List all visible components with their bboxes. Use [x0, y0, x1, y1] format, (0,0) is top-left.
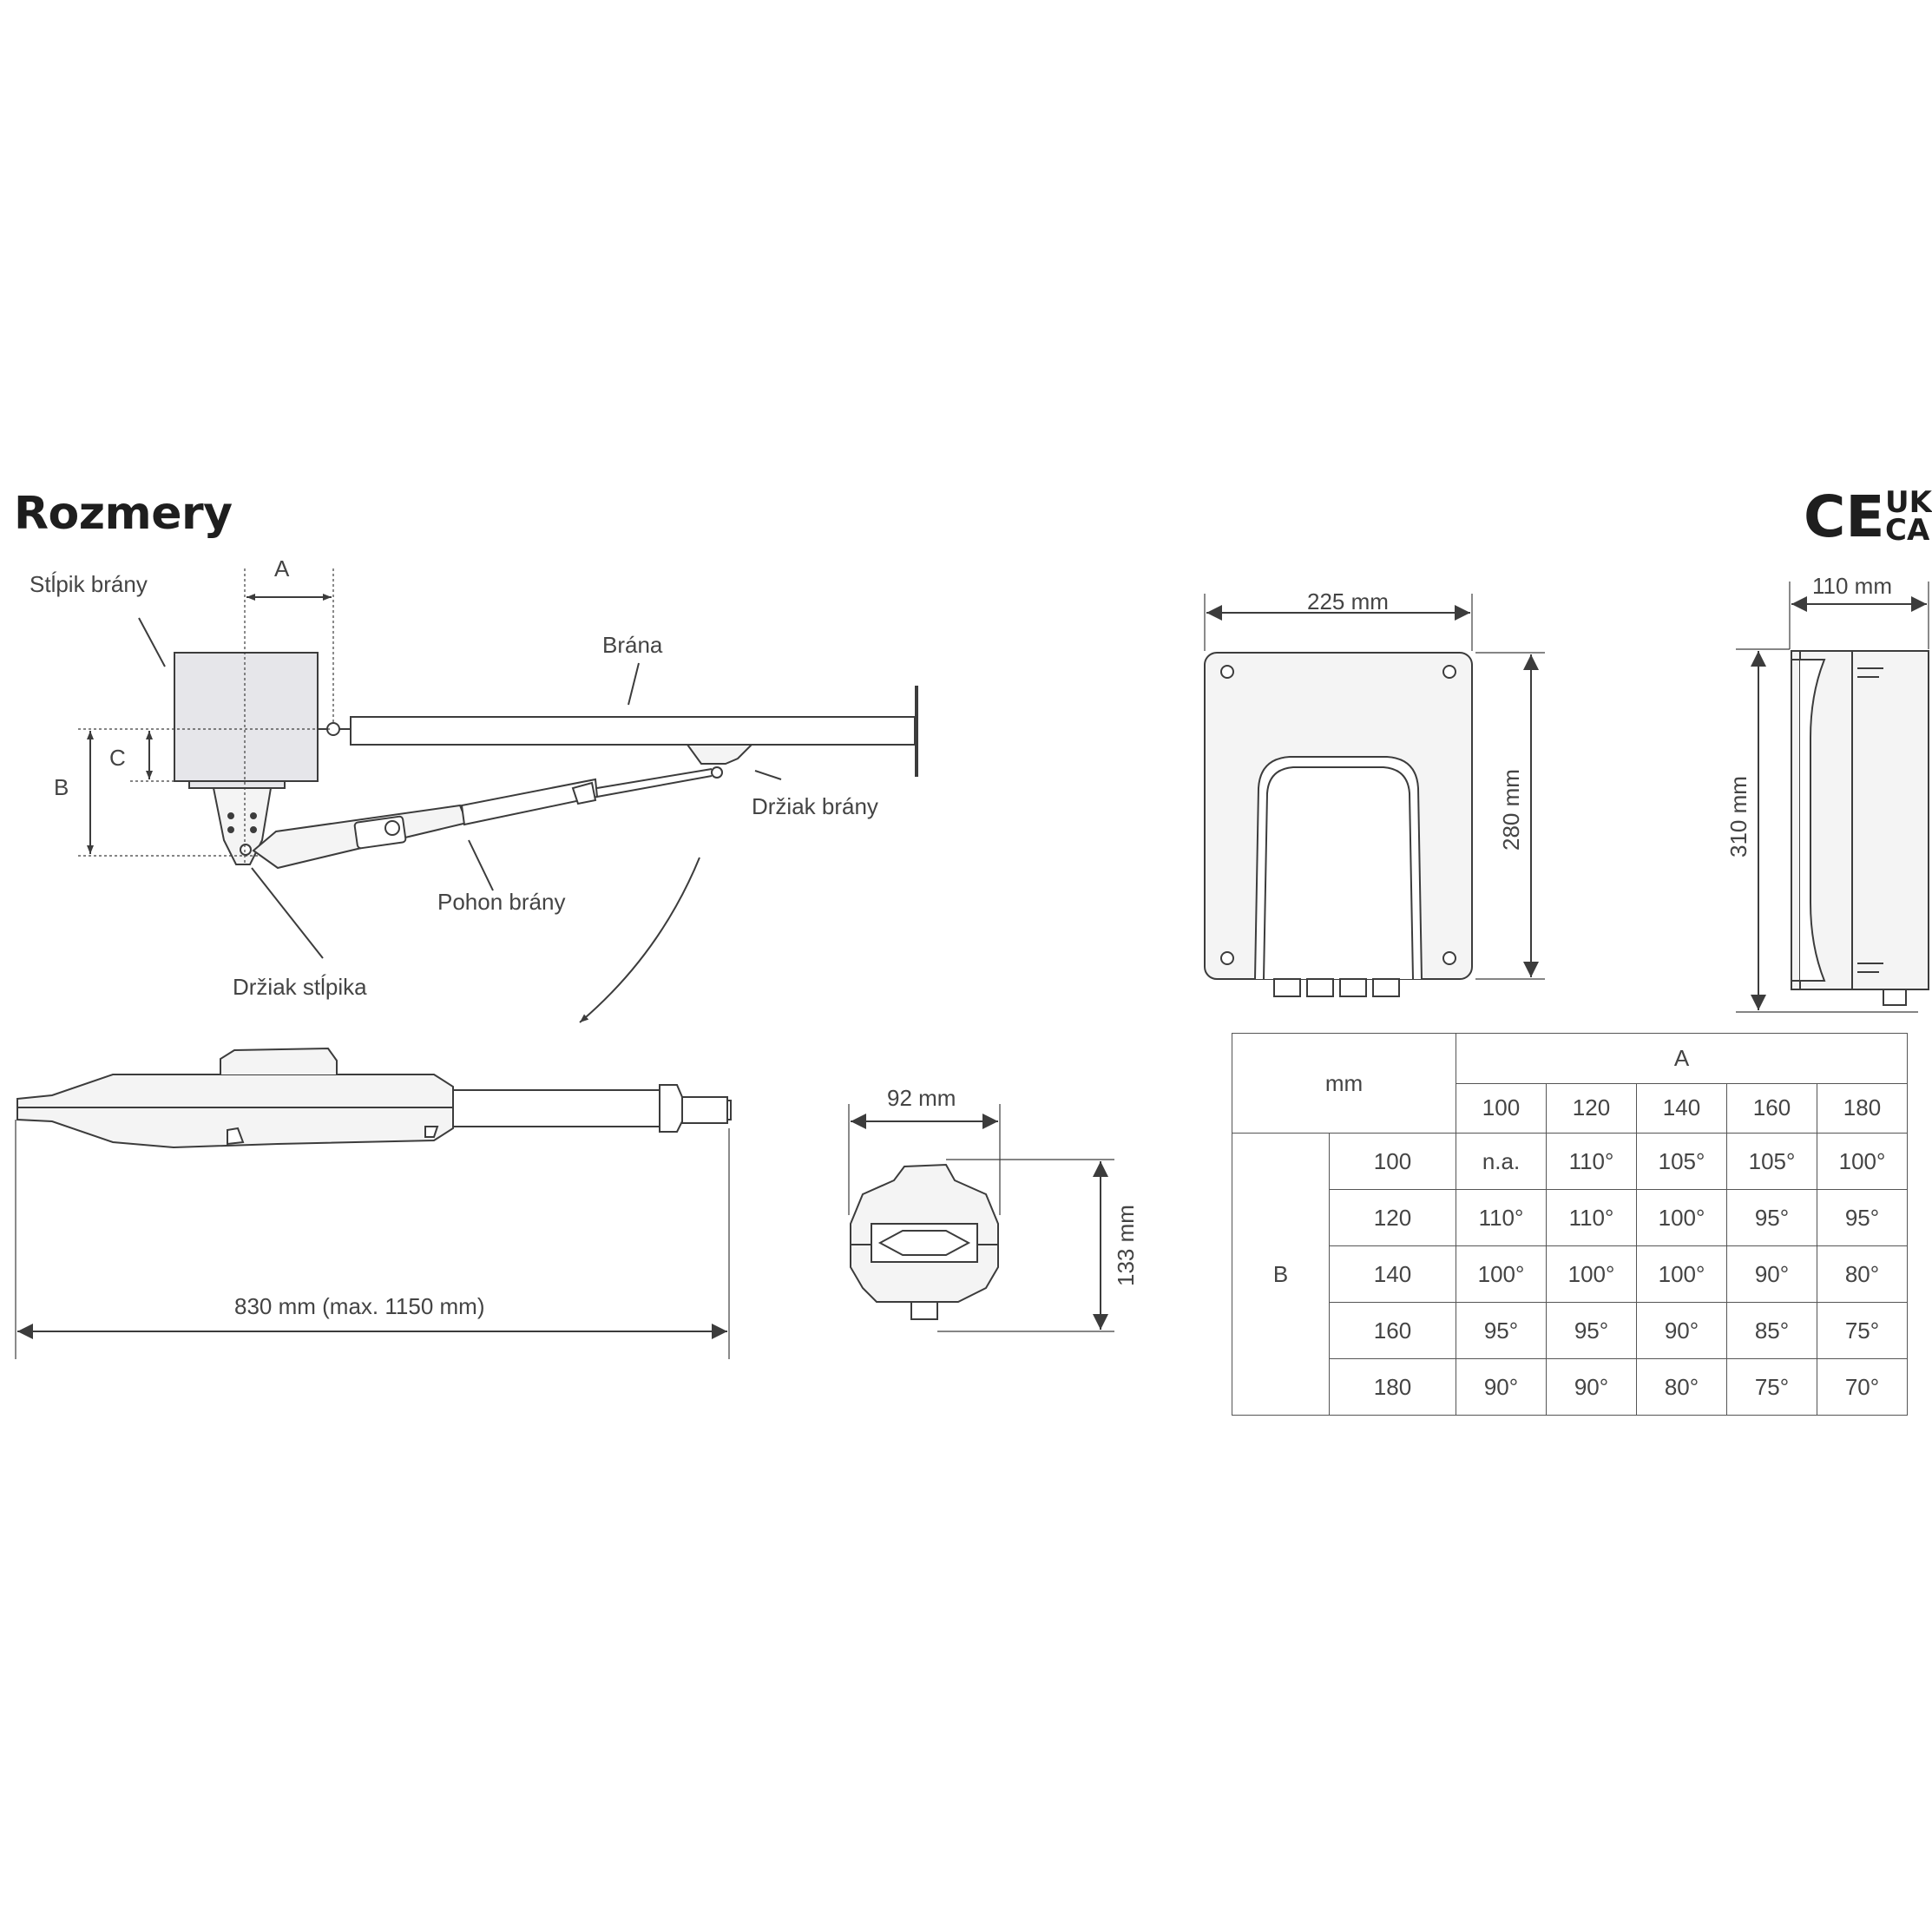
angle-cell: 80° [1817, 1245, 1908, 1303]
gate-bracket [686, 744, 754, 765]
post-label: Stĺpik brány [30, 571, 148, 597]
motor-length-label: 830 mm (max. 1150 mm) [234, 1293, 484, 1319]
motor-side-view [15, 1047, 732, 1359]
table-column-row: 100 120 140 160 180 [1232, 1082, 1908, 1134]
angle-cell: 95° [1726, 1189, 1817, 1246]
table-row: 120 110° 110° 100° 95° 95° [1232, 1189, 1908, 1246]
table-row: 180 90° 90° 80° 75° 70° [1232, 1358, 1908, 1416]
col-axis-cell: A [1456, 1033, 1908, 1084]
table-row: 140 100° 100° 100° 90° 80° [1232, 1245, 1908, 1303]
control-box-side [1736, 582, 1929, 1013]
box-height-label: 280 mm [1498, 769, 1524, 851]
angle-cell: 100° [1546, 1245, 1637, 1303]
angle-cell: 90° [1726, 1245, 1817, 1303]
angle-cell: 75° [1726, 1358, 1817, 1416]
col-header: 160 [1726, 1082, 1817, 1134]
row-header: 120 [1329, 1189, 1456, 1246]
row-header: 140 [1329, 1245, 1456, 1303]
drive-label: Pohon brány [437, 889, 565, 915]
angle-cell: 100° [1636, 1245, 1727, 1303]
svg-text:UK: UK [1885, 485, 1932, 520]
angle-cell: 90° [1546, 1358, 1637, 1416]
angle-cell: 95° [1456, 1302, 1547, 1359]
post-bracket [212, 787, 273, 865]
angle-cell: 100° [1817, 1133, 1908, 1190]
angle-cell: 110° [1546, 1133, 1637, 1190]
unit-cell: mm [1232, 1033, 1456, 1134]
angle-cell: 105° [1726, 1133, 1817, 1190]
row-header: 160 [1329, 1302, 1456, 1359]
row-header: 100 [1329, 1133, 1456, 1190]
angle-cell: 100° [1456, 1245, 1547, 1303]
box-side-height-label: 310 mm [1725, 776, 1751, 858]
box-depth-label: 110 mm [1812, 573, 1892, 599]
page-title: Rozmery [14, 488, 233, 540]
gate-label: Brána [602, 632, 663, 658]
angle-cell: 110° [1456, 1189, 1547, 1246]
installation-diagram [78, 568, 918, 1023]
angle-cell: 75° [1817, 1302, 1908, 1359]
angle-cell: 80° [1636, 1358, 1727, 1416]
angle-cell: 105° [1636, 1133, 1727, 1190]
table-row: B 100 n.a. 110° 105° 105° 100° [1232, 1133, 1908, 1416]
table-row: 160 95° 95° 90° 85° 75° [1232, 1302, 1908, 1359]
dim-b-label: B [54, 774, 69, 800]
angle-cell: 70° [1817, 1358, 1908, 1416]
dim-a-label: A [274, 555, 290, 582]
motor-width-label: 92 mm [887, 1085, 956, 1111]
angle-cell: 110° [1546, 1189, 1637, 1246]
angle-cell: 95° [1817, 1189, 1908, 1246]
svg-text:CE: CE [1804, 483, 1885, 550]
table-header-row: mm A [1232, 1033, 1908, 1134]
gate-leaf [350, 716, 916, 746]
gate-bracket-label: Držiak brány [752, 793, 878, 819]
col-header: 180 [1817, 1082, 1908, 1134]
motor-height-label: 133 mm [1113, 1205, 1139, 1286]
angle-cell: 85° [1726, 1302, 1817, 1359]
angle-cell: 100° [1636, 1189, 1727, 1246]
angle-cell: 90° [1456, 1358, 1547, 1416]
box-width-label: 225 mm [1307, 588, 1389, 614]
post-bracket-label: Držiak stĺpika [233, 974, 367, 1000]
control-box-front [1204, 594, 1545, 997]
row-axis-cell: B [1232, 1133, 1330, 1416]
row-header: 180 [1329, 1358, 1456, 1416]
col-header: 120 [1546, 1082, 1637, 1134]
angle-cell: n.a. [1456, 1133, 1547, 1190]
col-header: 140 [1636, 1082, 1727, 1134]
opening-angle-table: mm A 100 120 140 160 180 B 100 n.a. 110°… [1232, 1033, 1908, 1416]
svg-text:CA: CA [1885, 513, 1930, 548]
col-header: 100 [1456, 1082, 1547, 1134]
motor-front-view [848, 1104, 1114, 1332]
ce-mark: CE [1804, 483, 1885, 550]
installation-labels: Stĺpik brány A Brána C B Držiak brány Po… [30, 555, 878, 1000]
dim-c-label: C [109, 745, 126, 771]
gate-post [174, 652, 319, 782]
angle-cell: 90° [1636, 1302, 1727, 1359]
angle-cell: 95° [1546, 1302, 1637, 1359]
ukca-mark: UK CA [1885, 485, 1932, 548]
